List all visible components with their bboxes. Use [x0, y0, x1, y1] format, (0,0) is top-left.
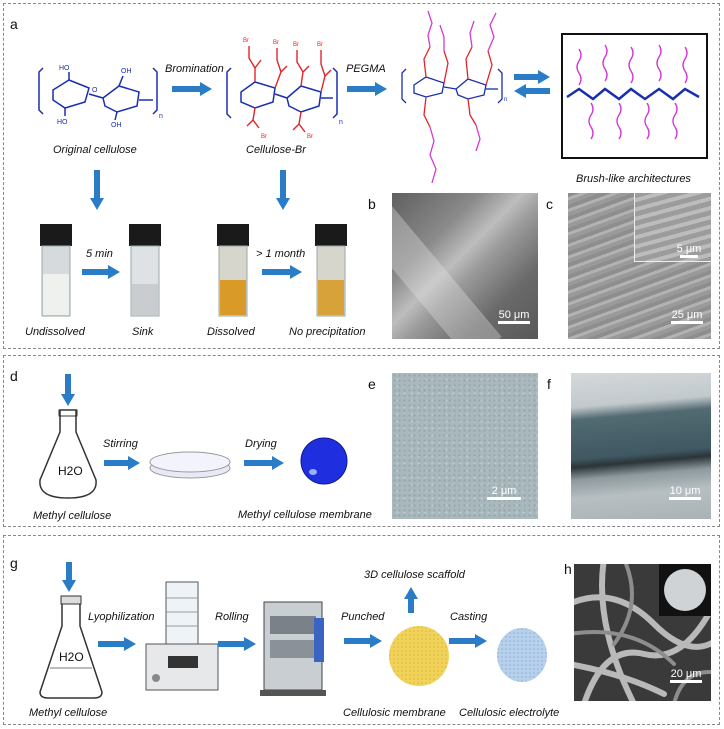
membrane-caption: Methyl cellulose membrane	[238, 509, 372, 521]
br-label: Br	[243, 38, 249, 44]
arrow-right-icon	[244, 456, 284, 470]
panel-h-letter: h	[564, 561, 572, 577]
sem-image-b: 50 μm	[392, 193, 538, 339]
h2o-label-g: H2O	[59, 650, 84, 664]
cellulosic-membrane-caption: Cellulosic membrane	[343, 707, 446, 719]
sem-image-c: 5 μm 25 μm	[568, 193, 711, 339]
arrow-right-icon	[104, 456, 140, 470]
oh-label: OH	[111, 122, 122, 129]
arrow-right-icon	[262, 265, 302, 279]
panel-d	[3, 355, 720, 527]
arrow-down-icon	[62, 562, 76, 592]
cellulose-br-structure: Br Br Br Br Br Br n	[226, 38, 343, 140]
equilibrium-arrows-icon	[514, 70, 550, 98]
original-cellulose-structure: HO OH HO OH O n	[38, 65, 163, 129]
o-label: O	[92, 87, 98, 94]
sem-image-h: 20 μm	[574, 564, 711, 701]
methyl-cellulose-caption-g: Methyl cellulose	[29, 707, 108, 719]
scale-bar-c: 25 μm	[664, 309, 710, 324]
scale-bar-h: 20 μm	[664, 668, 708, 683]
br-label: Br	[273, 40, 279, 46]
n-label: n	[159, 113, 163, 120]
scale-bar-b: 50 μm	[492, 309, 536, 324]
br-label: Br	[317, 42, 323, 48]
panel-f-letter: f	[547, 376, 551, 392]
arrow-down-icon	[61, 374, 75, 406]
no-precipitation-caption: No precipitation	[289, 326, 366, 338]
arrow-down-icon	[90, 170, 104, 210]
five-min-label: 5 min	[86, 248, 113, 260]
sink-caption: Sink	[132, 326, 154, 338]
original-cellulose-caption: Original cellulose	[53, 144, 137, 156]
scale-bar-f: 10 μm	[663, 485, 707, 500]
stirring-label: Stirring	[103, 438, 138, 450]
panel-e-letter: e	[368, 376, 376, 392]
arrow-right-icon	[344, 634, 382, 648]
arrow-right-icon	[172, 82, 212, 96]
pegma-label: PEGMA	[346, 63, 386, 75]
cellulosic-electrolyte-disc	[497, 628, 547, 682]
arrow-right-icon	[218, 637, 256, 651]
fiber-network	[574, 564, 711, 701]
panel-g	[3, 535, 720, 725]
freeze-dryer-icon	[145, 581, 219, 691]
cellulose-br-caption: Cellulose-Br	[246, 144, 306, 156]
dissolved-caption: Dissolved	[207, 326, 255, 338]
h2o-label-d: H2O	[58, 464, 83, 478]
arrow-down-icon	[276, 170, 290, 210]
panel-c-letter: c	[546, 196, 553, 212]
vial-dissolved	[217, 224, 249, 317]
brush-architecture-diagram	[566, 44, 700, 140]
panel-a-letter: a	[10, 16, 18, 32]
panel-d-letter: d	[10, 368, 18, 384]
bromination-label: Bromination	[165, 63, 224, 75]
scale-bar-c-inset: 5 μm	[669, 243, 709, 258]
oh-label: OH	[121, 68, 132, 75]
pegma-grafted-structure: n	[401, 10, 507, 184]
rolling-machine-icon	[260, 601, 326, 696]
vial-undissolved	[40, 224, 72, 317]
cellulosic-electrolyte-caption: Cellulosic electrolyte	[459, 707, 560, 719]
vial-no-precipitation	[315, 224, 347, 317]
arrow-right-icon	[347, 82, 387, 96]
ho-label: HO	[59, 65, 70, 72]
arrow-right-icon	[82, 265, 120, 279]
panel-b-letter: b	[368, 196, 376, 212]
br-label: Br	[261, 134, 267, 140]
cellulosic-membrane-disc	[389, 626, 449, 686]
arrow-up-icon	[404, 587, 418, 613]
one-month-label: > 1 month	[256, 248, 306, 260]
vial-sink	[129, 224, 161, 317]
petri-dish-icon	[149, 451, 231, 479]
punched-label: Punched	[341, 611, 385, 623]
sem-inset-h	[659, 564, 711, 616]
br-label: Br	[293, 42, 299, 48]
sem-inset-c: 5 μm	[634, 193, 711, 262]
arrow-right-icon	[98, 637, 136, 651]
ho-label: HO	[57, 119, 68, 126]
flask-icon	[39, 409, 97, 499]
panel-a	[3, 3, 720, 349]
brush-caption: Brush-like architectures	[576, 173, 691, 185]
n-label: n	[504, 97, 507, 103]
arrow-right-icon	[449, 634, 487, 648]
n-label: n	[339, 119, 343, 126]
lyophilization-label: Lyophilization	[88, 611, 155, 623]
undissolved-caption: Undissolved	[25, 326, 85, 338]
drying-label: Drying	[245, 438, 277, 450]
scale-bar-e: 2 μm	[484, 485, 524, 500]
scaffold-label: 3D cellulose scaffold	[364, 569, 465, 581]
conical-flask-icon	[39, 595, 103, 699]
casting-label: Casting	[450, 611, 488, 623]
membrane-disc-blue	[300, 437, 348, 485]
br-label: Br	[307, 134, 313, 140]
brush-architecture-box	[561, 33, 708, 159]
sem-image-e: 2 μm	[392, 373, 538, 519]
sem-image-f: 10 μm	[571, 373, 711, 519]
rolling-label: Rolling	[215, 611, 249, 623]
panel-g-letter: g	[10, 555, 18, 571]
methyl-cellulose-caption-d: Methyl cellulose	[33, 510, 112, 522]
